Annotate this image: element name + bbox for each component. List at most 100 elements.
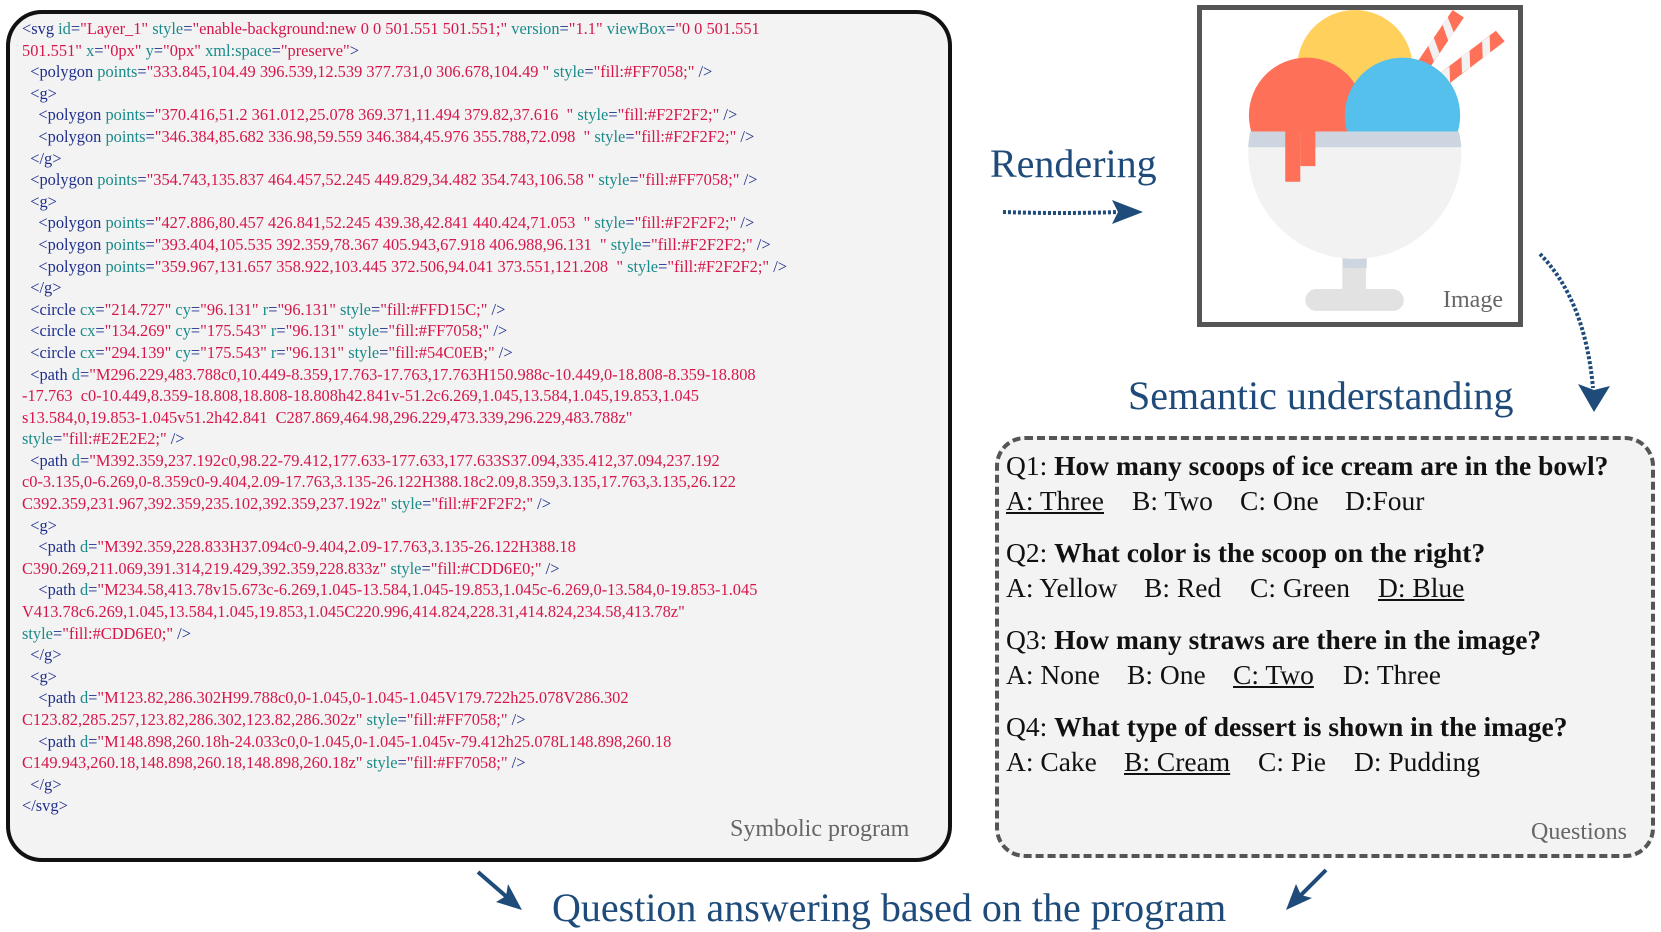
code-token: = xyxy=(271,40,281,60)
code-token: "fill:#F2F2F2;" xyxy=(634,126,737,146)
code-token: d xyxy=(79,731,89,751)
code-token: cx xyxy=(79,321,96,341)
code-line: 501.551" x="0px" y="0px" xml:space="pres… xyxy=(22,40,787,62)
question-number: Q1: xyxy=(1006,450,1055,481)
question-answering-label: Question answering based on the program xyxy=(552,885,1227,930)
code-line: <g> xyxy=(22,83,787,105)
code-token: "427.886,80.457 426.841,52.245 439.38,42… xyxy=(154,213,591,233)
code-token: "175.543" xyxy=(200,321,267,341)
code-line: <svg id="Layer_1" style="enable-backgrou… xyxy=(22,18,787,40)
code-token: "fill:#F2F2F2;" xyxy=(634,213,737,233)
program-qa-arrow xyxy=(476,870,522,910)
answer-option: D: Three xyxy=(1343,659,1441,690)
code-token: "M392.359,228.833H37.094c0-9.404,2.09-17… xyxy=(97,537,576,557)
code-line: <polygon points="333.845,104.49 396.539,… xyxy=(22,61,787,83)
code-token: cx xyxy=(79,342,96,362)
code-token: = xyxy=(79,364,90,384)
code-line: </g> xyxy=(22,644,787,666)
code-token: xml:space xyxy=(201,40,272,60)
code-token: "fill:#FF7058;" xyxy=(388,321,490,341)
code-token: "M392.359,237.192c0,98.22-79.412,177.633… xyxy=(89,450,720,470)
code-line: </svg> xyxy=(22,795,787,817)
code-line: </g> xyxy=(22,277,787,299)
code-token: "fill:#54C0EB;" xyxy=(388,342,495,362)
code-token: points xyxy=(105,213,146,233)
code-token: <path xyxy=(22,688,80,708)
rendering-label: Rendering xyxy=(990,141,1157,186)
code-token: points xyxy=(105,256,146,276)
code-line: <path d="M296.229,483.788c0,10.449-8.359… xyxy=(22,364,787,386)
code-token: "370.416,51.2 361.012,25.078 369.371,11.… xyxy=(154,105,574,125)
code-line: <g> xyxy=(22,666,787,688)
correct-answer-option: A: Three xyxy=(1006,485,1104,516)
code-line: <path d="M392.359,237.192c0,98.22-79.412… xyxy=(22,450,787,472)
code-token: cy xyxy=(171,321,191,341)
code-token: = xyxy=(397,710,407,729)
rendered-image-frame xyxy=(1197,5,1523,327)
code-token: </g> xyxy=(22,774,62,794)
code-token: d xyxy=(79,537,89,557)
code-token: "Layer_1" xyxy=(80,19,149,38)
code-token: viewBox xyxy=(602,19,666,38)
code-token: = xyxy=(88,731,98,751)
code-token: = xyxy=(658,256,668,276)
code-token: <path xyxy=(22,537,80,557)
code-token: /> xyxy=(694,62,713,82)
straw-stripe xyxy=(1428,37,1440,62)
code-token: d xyxy=(79,688,89,708)
answer-option: D:Four xyxy=(1345,485,1425,516)
code-token: = xyxy=(665,19,676,38)
code-token: "fill:#CDD6E0;" xyxy=(62,623,174,643)
code-token: = xyxy=(88,688,98,708)
code-token: points xyxy=(105,234,146,254)
code-token: /> xyxy=(541,558,560,578)
rendering-arrow xyxy=(1002,200,1143,224)
symbolic-program-caption: Symbolic program xyxy=(730,816,910,842)
code-token: "96.131" xyxy=(285,321,345,341)
code-token: "M123.82,286.302H99.788c0,0-1.045,0-1.04… xyxy=(97,688,629,708)
code-token: = xyxy=(397,753,407,773)
code-token: <g> xyxy=(22,515,57,535)
code-token: = xyxy=(608,105,618,125)
code-token: <circle xyxy=(22,321,80,341)
code-token: </g> xyxy=(22,645,62,665)
code-token: r xyxy=(258,299,269,319)
question-text: How many scoops of ice cream are in the … xyxy=(1054,450,1609,481)
code-token: "96.131" xyxy=(285,342,345,362)
code-token: version xyxy=(507,19,560,38)
code-token: /> xyxy=(507,753,526,773)
code-token: points xyxy=(105,126,146,146)
code-line: <g> xyxy=(22,191,787,213)
code-token: <circle xyxy=(22,299,80,319)
code-token: <polygon xyxy=(22,105,106,125)
question-text: What color is the scoop on the right? xyxy=(1054,537,1486,568)
code-token: </g> xyxy=(22,278,62,298)
code-token: points xyxy=(97,62,138,82)
code-line: <path d="M234.58,413.78v15.673c-6.269,1.… xyxy=(22,579,787,601)
code-token: style xyxy=(387,494,423,514)
code-token: style xyxy=(594,170,630,190)
code-token: <path xyxy=(22,580,80,600)
code-token: = xyxy=(145,234,155,254)
code-token: C390.269,211.069,391.314,219.429,392.359… xyxy=(22,558,387,578)
question-1: Q1: How many scoops of ice cream are in … xyxy=(1006,450,1608,482)
code-token: = xyxy=(79,450,90,470)
code-token: </g> xyxy=(22,148,62,168)
code-token: "fill:#FF7058;" xyxy=(406,710,508,729)
code-token: = xyxy=(276,321,286,341)
code-token: "fill:#FFD15C;" xyxy=(380,299,488,319)
code-token: "346.384,85.682 336.98,59.559 346.384,45… xyxy=(154,126,591,146)
answer-option: B: One xyxy=(1127,659,1206,690)
code-token: "294.139" xyxy=(104,342,172,362)
code-line: <polygon points="393.404,105.535 392.359… xyxy=(22,234,787,256)
code-token: "fill:#F2F2F2;" xyxy=(617,105,720,125)
code-token: = xyxy=(625,213,635,233)
code-line: s13.584,0,19.853-1.045v51.2h42.841 C287.… xyxy=(22,407,787,429)
code-line: <circle cx="214.727" cy="96.131" r="96.1… xyxy=(22,299,787,321)
code-token: /> xyxy=(487,299,506,319)
code-token: /> xyxy=(739,170,758,190)
code-token: "354.743,135.837 464.457,52.245 449.829,… xyxy=(146,170,595,190)
